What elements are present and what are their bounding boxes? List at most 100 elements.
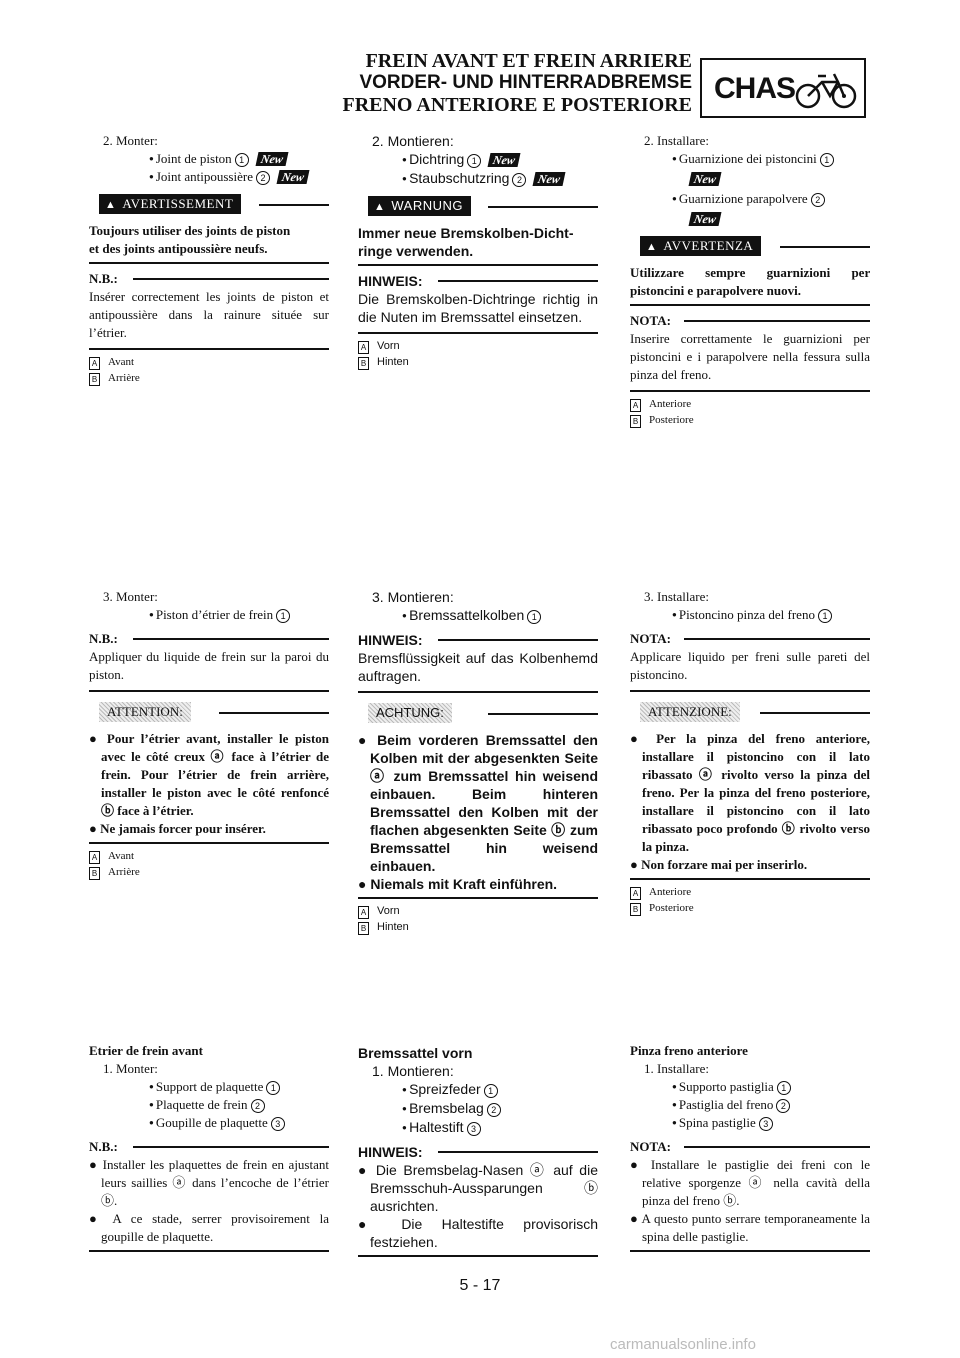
callout-1: 1 <box>234 153 249 167</box>
page-header-titles: FREIN AVANT ET FREIN ARRIERE VORDER- UND… <box>330 50 692 116</box>
it-new-tag-2: New <box>630 210 870 228</box>
legend-key-b: B <box>630 903 641 916</box>
fr-note-header: N.B.: <box>89 1138 329 1156</box>
title-de: VORDER- UND HINTERRADBREMSE <box>359 72 692 93</box>
rule <box>488 206 598 208</box>
new-tag: New <box>255 152 289 166</box>
warning-icon: ▲ <box>646 241 658 253</box>
de-note-header: HINWEIS: <box>358 1143 598 1161</box>
it-s4-note2: ● A questo punto serrare temporaneamente… <box>630 1211 870 1244</box>
new-tag: New <box>688 172 722 186</box>
fr-note-header: N.B.: <box>89 270 329 288</box>
fr-warning-line1: Toujours utiliser des joints de piston <box>89 223 291 238</box>
de-s3-item1-text: Bremssattelkolben <box>409 607 525 623</box>
rule <box>760 712 870 714</box>
it-warning-text: Utilizzare sempre guarnizioni per piston… <box>630 264 870 300</box>
de-s3-title: 3. Montieren: <box>372 589 454 605</box>
fr-s4-item1-text: Support de plaquette <box>155 1079 264 1094</box>
it-s3-title: 3. Installare: <box>644 589 709 604</box>
divider <box>358 691 598 693</box>
legend-a-text: Vorn <box>377 905 400 917</box>
warning-tag: ▲WARNUNG <box>368 196 472 216</box>
legend-a-text: Vorn <box>377 340 400 352</box>
callout-3: 3 <box>270 1117 285 1131</box>
callout-1: 1 <box>266 1081 281 1095</box>
fr-s3-note: Appliquer du liquide de frein sur la par… <box>89 649 329 682</box>
legend-a-text: Avant <box>108 356 135 368</box>
it-s2-item1-text: Guarnizione dei pistoncini <box>678 151 817 166</box>
fr-s3-item1-text: Piston d’étrier de frein <box>155 607 274 622</box>
rule <box>133 1146 329 1148</box>
de-warning-line1: Immer neue Bremskolben-Dicht- <box>358 225 574 241</box>
legend-key-b: B <box>630 415 641 428</box>
de-s4-heading: Bremssattel vorn <box>358 1045 473 1061</box>
rule <box>780 246 870 248</box>
title-it: FRENO ANTERIORE E POSTERIORE <box>342 94 692 116</box>
de-s4-note2: ● Die Haltestifte provisorisch festziehe… <box>358 1216 598 1250</box>
warning-label: AVVERTENZA <box>663 238 754 253</box>
rule <box>684 638 870 640</box>
page-number: 5 - 17 <box>459 1277 501 1294</box>
de-s4-note1: ● Die Bremsbelag-Nasen ⓐ auf die Bremssc… <box>358 1162 598 1214</box>
legend-key-b: B <box>89 373 100 386</box>
de-s4-item1-text: Spreizfeder <box>409 1081 481 1097</box>
legend-b-text: Posteriore <box>649 414 694 426</box>
it-s2-note: Inserire correttamente le guarnizioni pe… <box>630 331 870 382</box>
fr-caution-1: ● Pour l’étrier avant, installer le pist… <box>89 731 329 818</box>
note-label: N.B.: <box>89 631 118 646</box>
it-s2-item2-text: Guarnizione parapolvere <box>678 191 808 206</box>
fr-s4-note2: ● A ce stade, serrer provisoirement la g… <box>89 1211 329 1244</box>
de-s4-item2-text: Bremsbelag <box>409 1100 484 1116</box>
title-fr: FREIN AVANT ET FREIN ARRIERE <box>365 50 692 72</box>
de-note-header: HINWEIS: <box>358 272 598 290</box>
new-tag: New <box>532 172 566 186</box>
fr-caution-2: ● Ne jamais forcer pour insérer. <box>89 821 266 836</box>
fr-warning-header: ▲ AVERTISSEMENT <box>89 194 329 216</box>
it-caution-header: ATTENZIONE: <box>630 702 870 724</box>
fr-caution-header: ATTENTION: <box>89 702 329 724</box>
legend-b: B Posteriore <box>630 412 870 428</box>
legend-key-a: A <box>89 851 100 864</box>
rule <box>438 280 598 282</box>
caution-tag: ACHTUNG: <box>368 703 452 723</box>
callout-2: 2 <box>486 1103 501 1117</box>
it-caution-1-text: Per la pinza del freno anteriore, instal… <box>642 731 870 854</box>
warning-icon: ▲ <box>105 199 117 211</box>
de-s2-title: 2. Montieren: <box>372 133 454 149</box>
divider <box>89 348 329 350</box>
divider <box>89 690 329 692</box>
callout-3: 3 <box>466 1122 481 1136</box>
fr-s4-title: 1. Monter: <box>103 1061 158 1076</box>
warning-icon: ▲ <box>374 201 386 213</box>
rule <box>259 204 329 206</box>
it-warning-header: ▲ AVVERTENZA <box>630 236 870 258</box>
fr-note-header: N.B.: <box>89 630 329 648</box>
rule <box>684 1146 870 1148</box>
it-s4-title: 1. Installare: <box>644 1061 709 1076</box>
callout-1: 1 <box>776 1081 791 1095</box>
divider <box>630 690 870 692</box>
legend-key-a: A <box>630 887 641 900</box>
de-caution-1-text: Beim vorderen Bremssattel den Kolben mit… <box>370 732 598 874</box>
divider <box>630 1250 870 1252</box>
legend-b-text: Hinten <box>377 356 409 368</box>
legend-b-text: Hinten <box>377 921 409 933</box>
legend-key-b: B <box>89 867 100 880</box>
fr-warning-line2: et des joints antipoussière neufs. <box>89 241 268 256</box>
warning-label: AVERTISSEMENT <box>122 196 234 211</box>
motorcycle-icon <box>795 73 857 109</box>
caution-tag: ATTENZIONE: <box>640 702 740 722</box>
